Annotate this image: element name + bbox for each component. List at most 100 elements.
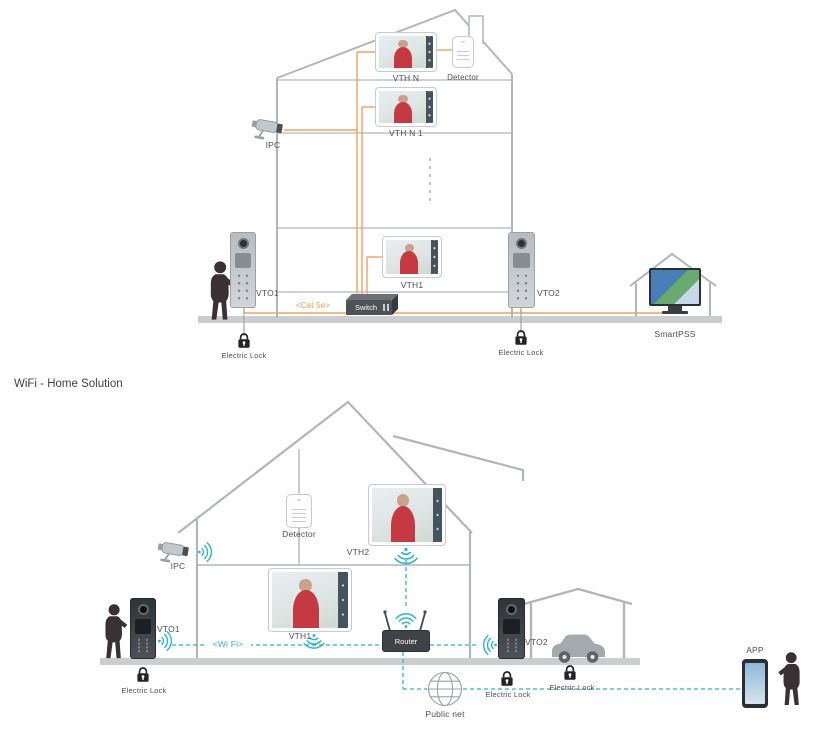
vth-n-1-monitor bbox=[375, 87, 437, 127]
monitor-screen bbox=[379, 36, 433, 68]
doorbell-camera-icon bbox=[237, 238, 249, 249]
vth1-monitor-top bbox=[382, 236, 442, 278]
detector-led bbox=[296, 498, 302, 502]
monitor-screen bbox=[386, 240, 438, 274]
doorbell-panel bbox=[512, 253, 531, 268]
doorbell-camera-icon bbox=[137, 604, 149, 615]
network-switch bbox=[346, 294, 398, 315]
screen-person bbox=[398, 39, 408, 48]
vth1-label: VTH1 bbox=[288, 631, 312, 641]
vto1-label: VTO1 bbox=[157, 624, 180, 634]
vto2-label: VTO2 bbox=[537, 288, 560, 298]
screen-person bbox=[398, 94, 408, 103]
smartpss-monitor bbox=[649, 268, 701, 306]
router-antennas bbox=[383, 610, 427, 632]
monitor-screen bbox=[272, 572, 348, 628]
detector-device bbox=[286, 494, 312, 528]
app-label: APP bbox=[746, 645, 764, 655]
screen-sidebar bbox=[338, 572, 348, 628]
phone-screen bbox=[745, 663, 765, 704]
detector-grille bbox=[457, 50, 469, 63]
wifi-signal-icon bbox=[157, 630, 173, 652]
detector-label: Detector bbox=[282, 529, 316, 539]
padlock-icon bbox=[237, 333, 251, 349]
electric-lock-label: Electric Lock bbox=[485, 690, 531, 699]
screen-sidebar bbox=[425, 36, 433, 68]
screen-person bbox=[299, 578, 313, 593]
screen-person bbox=[400, 251, 419, 274]
vth2-label: VTH2 bbox=[346, 547, 370, 557]
detector-grille bbox=[292, 509, 306, 523]
vth-n-monitor bbox=[375, 32, 437, 72]
screen-sidebar bbox=[431, 240, 438, 274]
detector-device bbox=[452, 36, 474, 68]
ground-line-bottom bbox=[100, 658, 640, 665]
smartphone bbox=[742, 659, 768, 708]
wifi-signal-icon bbox=[482, 634, 498, 656]
vto2-door-station-top bbox=[508, 232, 535, 308]
doorbell-keypad bbox=[503, 638, 520, 653]
screen-person bbox=[393, 101, 413, 123]
electric-lock-label: Electric Lock bbox=[121, 686, 167, 695]
vto2-label: VTO2 bbox=[525, 637, 548, 647]
doorbell-camera-icon bbox=[506, 604, 517, 615]
padlock-icon bbox=[136, 667, 150, 683]
switch-label: Switch bbox=[354, 303, 378, 312]
detector-label: Detector bbox=[447, 73, 479, 82]
doorbell-panel bbox=[502, 619, 521, 634]
doorbell-camera-icon bbox=[516, 238, 527, 249]
ground-line-top bbox=[198, 316, 722, 323]
detector-led bbox=[461, 40, 465, 43]
cat5e-wiring bbox=[243, 49, 675, 314]
vto1-door-station-bottom bbox=[130, 598, 156, 659]
public-net-label: Public net bbox=[425, 709, 465, 719]
doorbell-panel bbox=[234, 253, 252, 268]
wifi-label: <Wi Fi> bbox=[205, 639, 251, 650]
wifi-signal-icon bbox=[197, 541, 213, 563]
monitor-screen bbox=[379, 91, 433, 123]
vth2-monitor bbox=[368, 484, 446, 546]
ipc-camera-icon bbox=[248, 117, 284, 144]
screen-person bbox=[390, 505, 416, 542]
screen-person bbox=[404, 244, 414, 253]
smartpss-house-outline bbox=[629, 252, 717, 316]
globe-icon bbox=[427, 671, 463, 707]
doorbell-keypad bbox=[135, 638, 151, 653]
electric-lock-label: Electric Lock bbox=[221, 351, 267, 360]
apartment-building-outline bbox=[276, 8, 513, 318]
vth1-label: VTH1 bbox=[400, 280, 424, 290]
router-device: Router bbox=[382, 630, 430, 652]
smartpss-label: SmartPSS bbox=[654, 329, 696, 339]
ipc-label: IPC bbox=[170, 561, 186, 571]
cat5e-label: <Cat 5e> bbox=[295, 301, 331, 310]
monitor-stand bbox=[668, 306, 682, 312]
padlock-icon bbox=[500, 671, 514, 687]
screen-sidebar bbox=[425, 91, 433, 123]
screen-person bbox=[393, 46, 413, 68]
vto1-door-station-top bbox=[230, 232, 256, 308]
monitor-base bbox=[662, 311, 688, 314]
padlock-icon bbox=[563, 665, 577, 681]
screen-person bbox=[292, 590, 320, 628]
router-label: Router bbox=[394, 636, 418, 646]
doorbell-keypad bbox=[513, 272, 530, 302]
doorbell-keypad bbox=[235, 272, 251, 302]
screen-person bbox=[397, 494, 410, 508]
smartpss-screen bbox=[651, 270, 699, 304]
vto1-label: VTO1 bbox=[256, 288, 279, 298]
lock-drop-wires bbox=[243, 310, 522, 336]
vto2-door-station-bottom bbox=[498, 598, 525, 659]
screen-sidebar bbox=[432, 488, 442, 542]
wifi-signal-icon bbox=[395, 613, 417, 629]
carport-outline bbox=[523, 587, 633, 658]
section-title: WiFi - Home Solution bbox=[14, 378, 123, 390]
vth1-monitor-bottom bbox=[268, 568, 352, 632]
person-silhouette bbox=[105, 604, 128, 659]
monitor-screen bbox=[372, 488, 442, 542]
padlock-icon bbox=[514, 330, 528, 346]
vth-n-label: VTH N bbox=[392, 73, 420, 83]
electric-lock-label: Electric Lock bbox=[549, 683, 595, 692]
ipc-label: IPC bbox=[265, 140, 281, 150]
